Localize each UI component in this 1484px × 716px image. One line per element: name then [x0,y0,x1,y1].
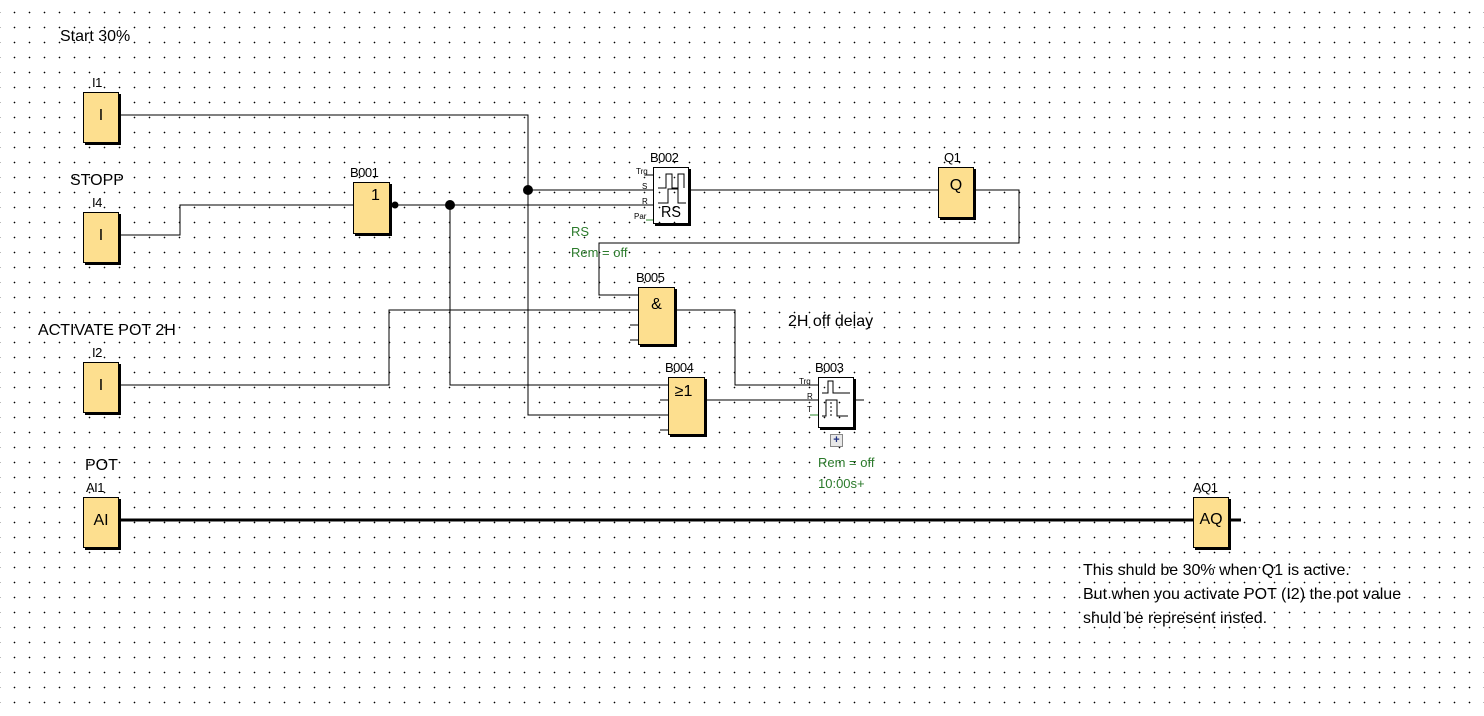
b002-symbol: RS [660,204,681,221]
b003-param-time: 10:00s+ [818,476,865,491]
input-i2-block[interactable]: I [83,362,119,413]
off-delay-block-b003[interactable] [818,377,854,428]
b005-label: B005 [636,270,665,285]
not-block-b001[interactable]: 1 [353,182,390,234]
b003-param-rem: Rem = off [818,455,875,470]
b002-pin-trg: Trg [636,167,648,176]
comment-activate-pot[interactable]: ACTIVATE POT 2H [38,322,176,339]
note-line: But when you activate POT (I2) the pot v… [1083,586,1402,603]
input-i4-block[interactable]: I [83,212,119,263]
note-line: This shuld be 30% when Q1 is active. [1083,562,1350,579]
wire-i2[interactable] [118,309,639,386]
i1-label: I1 [92,75,102,90]
output-q1-block[interactable]: Q [938,167,974,218]
aq1-label: AQ1 [1193,480,1218,495]
q1-label: Q1 [944,150,961,165]
b003-label: B003 [815,360,844,375]
junction-dot [523,185,533,195]
b002-param-type: RS [571,224,590,239]
wire-i4[interactable] [118,204,354,236]
q1-symbol: Q [949,177,963,194]
ai1-symbol: AI [93,512,109,529]
aq1-symbol: AQ [1199,511,1223,528]
comment-start[interactable]: Start 30% [60,28,131,45]
i2-label: I2 [92,345,102,360]
b001-symbol: 1 [371,187,380,204]
comment-pot[interactable]: POT [85,457,118,474]
b005-symbol: & [651,296,662,313]
b003-pin-trg: Trg [799,377,811,386]
b001-label: B001 [350,165,379,180]
b004-label: B004 [665,360,694,375]
b002-pin-s: S [642,182,648,191]
ai1-label: AI1 [86,480,105,495]
junction-dot [445,200,455,210]
b002-pin-r: R [642,197,648,206]
b004-symbol: ≥1 [674,383,693,400]
note-comment[interactable]: This shuld be 30% when Q1 is active. But… [1083,559,1401,631]
i4-label: I4 [92,195,102,210]
i4-symbol: I [98,227,104,244]
and-block-b005[interactable]: & [638,287,675,345]
note-line: shuld be represent insted. [1083,610,1268,627]
negation-dot [391,201,399,209]
wire-b001-to-b004[interactable] [449,205,668,386]
b002-label: B002 [650,150,679,165]
input-i1-block[interactable]: I [83,92,119,143]
b002-param-rem: Rem = off [571,245,628,260]
b003-pin-t: T [807,405,812,414]
i1-symbol: I [98,107,104,124]
wire-i1[interactable] [118,114,668,416]
comment-off-delay[interactable]: 2H off delay [788,313,874,330]
analog-output-aq1-block[interactable]: AQ [1193,497,1229,548]
b003-pin-r: R [807,392,813,401]
wire-q1-to-b005[interactable] [598,189,1020,296]
comment-stopp[interactable]: STOPP [70,172,124,189]
wire-b005-b003[interactable] [674,309,818,386]
expand-parameters-button[interactable]: + [830,434,843,447]
analog-input-ai1-block[interactable]: AI [83,497,119,548]
i2-symbol: I [98,377,104,394]
or-block-b004[interactable]: ≥1 [668,377,705,435]
rs-latch-block-b002[interactable]: RS [653,167,689,224]
b002-pin-par: Par [634,212,647,221]
